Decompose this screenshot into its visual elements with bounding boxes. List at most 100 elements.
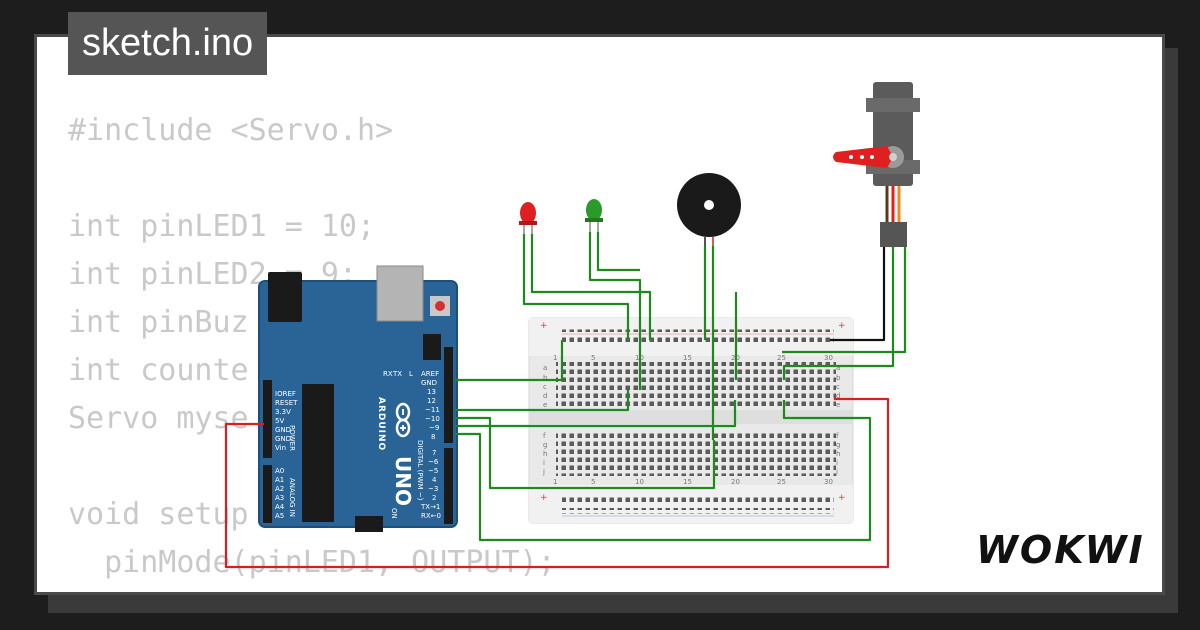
pin-label: GND — [421, 379, 437, 387]
top-power-rail[interactable] — [562, 337, 834, 343]
bb-row-label: f — [836, 432, 839, 440]
bb-row-label: g — [543, 441, 547, 449]
bb-row-label: b — [836, 374, 841, 382]
analog-pin-label: A3 — [275, 494, 284, 502]
plus-sign: + — [540, 321, 548, 331]
power-pin-label: 5V — [275, 417, 284, 425]
wire[interactable] — [224, 397, 890, 569]
analog-header[interactable] — [263, 465, 272, 523]
bb-row-label: a — [836, 364, 840, 372]
bb-col-label: 15 — [683, 354, 692, 362]
servo-connector[interactable] — [880, 222, 907, 247]
wire[interactable] — [588, 232, 642, 390]
file-tab[interactable]: sketch.ino — [68, 12, 268, 75]
bb-row-label: b — [543, 374, 548, 382]
bb-col-label: 1 — [553, 354, 557, 362]
bb-row-label: i — [836, 459, 838, 467]
power-pin-label: Vin — [275, 444, 286, 452]
wire[interactable] — [830, 247, 886, 342]
code-line: int pinBuz — [68, 305, 249, 340]
wires — [224, 232, 907, 569]
pin-label: 4 — [432, 476, 437, 484]
analog-pin-label: A0 — [275, 467, 284, 475]
pin-label: ~5 — [428, 467, 438, 475]
power-pin-label: 3.3V — [275, 408, 291, 416]
wire[interactable] — [455, 416, 716, 490]
bb-row-label: h — [836, 450, 840, 458]
preview-card: #include <Servo.h> int pinLED1 = 10; int p… — [34, 34, 1165, 595]
bb-row-label: g — [836, 441, 840, 449]
wire[interactable] — [455, 400, 737, 428]
bb-row-label: c — [836, 383, 840, 391]
servo-motor[interactable] — [833, 82, 920, 247]
bb-row-label: d — [543, 392, 547, 400]
top-power-rail[interactable] — [562, 326, 834, 332]
reset-button-cap[interactable] — [435, 301, 445, 311]
code-line: int counte — [68, 353, 249, 388]
pin-label: 12 — [427, 397, 436, 405]
pin-label: ~10 — [425, 415, 440, 423]
bb-col-label: 15 — [683, 478, 692, 486]
pin-label: ~3 — [428, 485, 438, 493]
pin-label: TX→1 — [420, 503, 440, 511]
wire[interactable] — [596, 232, 640, 272]
led-rx-label: RX — [383, 370, 393, 378]
led-tx-label: TX — [392, 370, 402, 378]
power-header[interactable] — [263, 380, 272, 458]
digital-header-low[interactable] — [444, 448, 453, 524]
code-line: int pinLED1 = 10; — [68, 209, 376, 244]
microcontroller-chip — [302, 384, 334, 522]
power-pin-label: RESET — [275, 399, 298, 407]
icsp-header-bottom — [355, 516, 383, 532]
analog-header-label: ANALOG IN — [288, 478, 296, 517]
arduino-logo-icon — [395, 402, 411, 438]
pin-label: 13 — [427, 388, 436, 396]
code-line: #include <Servo.h> — [68, 113, 394, 148]
bb-row-label: h — [543, 450, 547, 458]
power-jack — [268, 272, 302, 322]
wire[interactable] — [782, 247, 907, 354]
brand-label: ARDUINO — [376, 397, 386, 451]
power-pin-label: GND — [275, 426, 291, 434]
digital-header-label: DIGITAL (PWM ~) — [416, 440, 424, 501]
wokwi-logo: WOKWI — [976, 528, 1145, 572]
analog-pin-label: A1 — [275, 476, 284, 484]
digital-header-high[interactable] — [444, 347, 453, 443]
bb-col-label: 25 — [777, 354, 786, 362]
wire[interactable] — [455, 390, 630, 412]
bb-col-label: 30 — [824, 354, 833, 362]
pin-label: 2 — [432, 494, 436, 502]
wire[interactable] — [455, 340, 564, 382]
buzzer[interactable] — [677, 173, 741, 246]
model-label: UNO — [391, 456, 415, 506]
code-preview: #include <Servo.h> int pinLED1 = 10; int p… — [68, 107, 556, 592]
wire[interactable] — [522, 234, 630, 340]
pin-label: AREF — [421, 370, 439, 378]
plus-sign: + — [838, 493, 846, 503]
wire[interactable] — [530, 234, 652, 340]
pin-label: 8 — [431, 433, 435, 441]
bottom-power-rail[interactable] — [562, 508, 834, 514]
bb-row-label: e — [543, 401, 547, 409]
bb-row-label: e — [836, 401, 840, 409]
terminal-strip-top[interactable] — [556, 362, 836, 408]
bb-col-label: 10 — [635, 478, 644, 486]
wire[interactable] — [782, 247, 895, 380]
icsp-header — [423, 334, 441, 360]
pin-label: RX←0 — [421, 512, 441, 520]
green-led[interactable] — [585, 199, 603, 232]
power-header-label: POWER — [288, 425, 296, 451]
bb-row-label: j — [835, 468, 838, 476]
wire[interactable] — [455, 400, 872, 542]
bb-row-label: f — [543, 432, 546, 440]
arduino-uno-board[interactable]: AREF GND 13 12 ~11 ~10 ~9 8 7 ~6 ~5 4 ~3… — [258, 265, 458, 532]
pin-label: 7 — [432, 449, 436, 457]
terminal-strip-bottom[interactable] — [556, 430, 836, 476]
bb-row-label: a — [543, 364, 547, 372]
plus-sign: + — [838, 321, 846, 331]
plus-sign: + — [540, 493, 548, 503]
pin-label: ~6 — [428, 458, 439, 466]
red-led[interactable] — [519, 202, 537, 234]
bottom-power-rail[interactable] — [562, 497, 834, 503]
code-line: void setup — [68, 497, 249, 532]
